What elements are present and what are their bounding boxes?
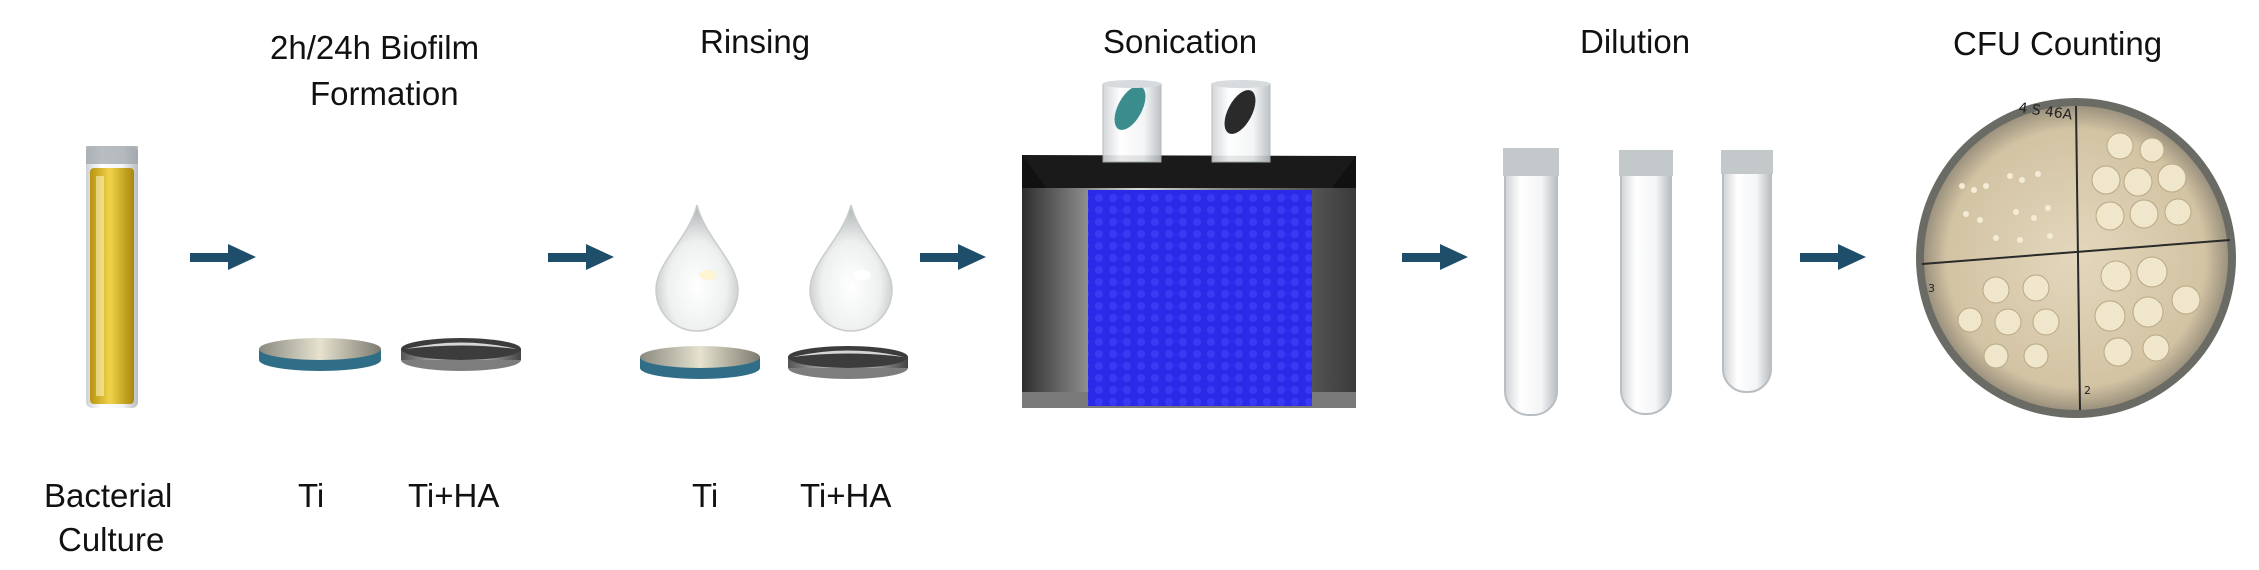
agar-plate: 4 S 46A 3 2 [1916,98,2236,418]
dilution-tube-1 [1503,148,1559,416]
plate-mark-top: 4 S 46A [2017,100,2073,123]
arrow-1 [190,244,256,270]
sonication-title: Sonication [1103,23,1258,60]
bacterial-culture-label-line1: Bacterial [44,477,173,514]
ti-disc-rinsing [640,346,760,379]
arrow-5 [1800,244,1866,270]
biofilm-formation-title-line1: 2h/24h Biofilm [270,29,480,66]
sonicator-window [1088,190,1312,406]
dilution-title: Dilution [1580,23,1691,60]
plate-mark-bottom: 2 [2084,384,2091,397]
ti-ha-label-biofilm: Ti+HA [408,477,500,514]
ti-label-rinsing: Ti [692,477,719,514]
arrow-4 [1402,244,1468,270]
plate-mark-left: 3 [1928,282,1935,295]
ti-ha-disc-rinsing [788,346,908,379]
ti-disc-biofilm [259,338,381,371]
sonicator-bath [1022,155,1356,408]
droplet-1 [655,204,739,332]
beaker-ti-ha [1211,80,1271,163]
beaker-ti [1102,80,1162,163]
bacterial-culture-label-line2: Culture [58,521,165,558]
ti-ha-disc-biofilm [401,338,521,371]
ti-label-biofilm: Ti [298,477,325,514]
arrow-3 [920,244,986,270]
culture-tube [86,146,138,408]
dilution-tube-2 [1619,150,1673,415]
arrow-2 [548,244,614,270]
ti-ha-label-rinsing: Ti+HA [800,477,892,514]
rinsing-title: Rinsing [700,23,811,60]
dilution-tube-3 [1721,150,1773,393]
cfu-counting-title: CFU Counting [1953,25,2163,62]
biofilm-formation-title-line2: Formation [310,75,459,112]
droplet-2 [809,204,893,332]
